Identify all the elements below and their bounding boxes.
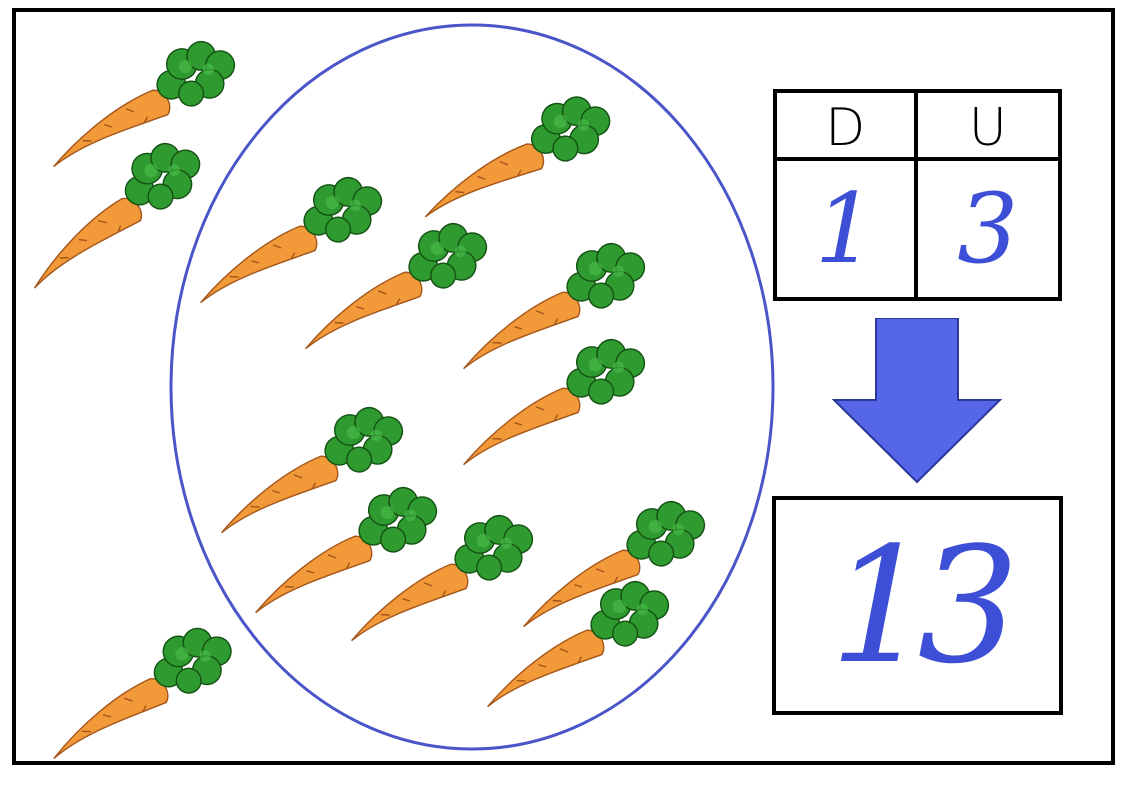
carrot-icon (30, 613, 243, 772)
carrot-icon (178, 163, 393, 317)
carrot-icon (6, 127, 213, 301)
tens-value: 1 (777, 161, 918, 297)
units-value: 3 (957, 173, 1019, 285)
units-header: U (917, 93, 1058, 161)
result-number: 13 (772, 496, 1063, 715)
carrot-icon (441, 325, 656, 479)
group-ellipse (169, 23, 775, 751)
arrow-down-icon (832, 318, 1002, 484)
tens-units-table: D U 1 3 (773, 89, 1062, 301)
carrot-icon (404, 83, 621, 231)
tens-header: D (777, 93, 918, 161)
